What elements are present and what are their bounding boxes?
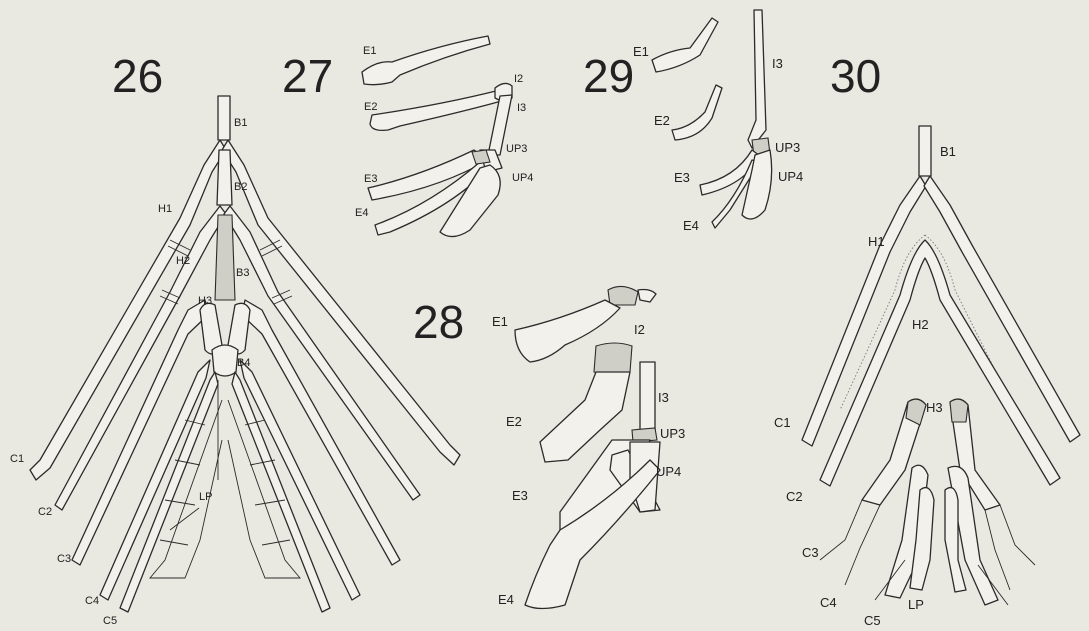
fig28-label-e3: E3 (512, 488, 528, 503)
fig29-label-e2: E2 (654, 113, 670, 128)
figure-29-number: 29 (583, 50, 634, 102)
fig29-label-e4: E4 (683, 218, 699, 233)
fig26-label-c3: C3 (57, 553, 71, 565)
fig28-label-e1: E1 (492, 314, 508, 329)
figure-29-drawing (652, 10, 772, 228)
fig28-label-e2: E2 (506, 414, 522, 429)
fig26-label-c4: C4 (85, 595, 99, 607)
fig26-label-b2: B2 (234, 181, 247, 193)
fig26-label-c1: C1 (10, 453, 24, 465)
fig30-label-c2: C2 (786, 489, 803, 504)
fig28-label-up3: UP3 (660, 426, 685, 441)
fig27-label-e2: E2 (364, 101, 377, 113)
fig30-label-c5: C5 (864, 613, 881, 628)
fig26-label-h3: H3 (198, 295, 212, 307)
fig26-label-c5: C5 (103, 615, 117, 627)
fig27-label-e4: E4 (355, 207, 368, 219)
fig30-label-lp: LP (908, 597, 924, 612)
figure-26-drawing (30, 96, 460, 612)
fig27-label-up3: UP3 (506, 143, 527, 155)
fig30-label-c4: C4 (820, 595, 837, 610)
figure-29: 29 E1 E2 E3 E4 I3 UP3 UP4 (583, 10, 803, 233)
fig26-label-b4: B4 (237, 357, 250, 369)
fig30-label-h2: H2 (912, 317, 929, 332)
figure-28: 28 E1 E2 E3 E4 I2 I3 UP3 UP4 (413, 286, 685, 608)
fig29-label-i3: I3 (772, 56, 783, 71)
fig30-label-c3: C3 (802, 545, 819, 560)
figure-28-number: 28 (413, 296, 464, 348)
figure-26: 26 (10, 50, 460, 627)
figure-27-number: 27 (282, 50, 333, 102)
fig27-label-i2: I2 (514, 73, 523, 85)
figure-30-number: 30 (830, 50, 881, 102)
figure-26-number: 26 (112, 50, 163, 102)
fig28-label-up4: UP4 (656, 464, 681, 479)
fig26-label-h1: H1 (158, 203, 172, 215)
fig30-label-h1: H1 (868, 234, 885, 249)
fig30-label-h3: H3 (926, 400, 943, 415)
fig27-label-e3: E3 (364, 173, 377, 185)
figure-30: 30 B1 H1 H2 H3 C1 C2 C3 C4 C5 L (774, 50, 1080, 628)
fig30-label-b1: B1 (940, 144, 956, 159)
fig27-label-up4: UP4 (512, 172, 533, 184)
fig29-label-e1: E1 (633, 44, 649, 59)
fig28-label-i2: I2 (634, 322, 645, 337)
fig26-label-b3: B3 (236, 267, 249, 279)
fig29-label-e3: E3 (674, 170, 690, 185)
fig29-label-up3: UP3 (775, 140, 800, 155)
fig26-label-c2: C2 (38, 506, 52, 518)
fig29-label-up4: UP4 (778, 169, 803, 184)
fig30-label-c1: C1 (774, 415, 791, 430)
figure-27: 27 E1 E2 E3 E4 I2 I3 UP3 UP4 (282, 36, 533, 237)
fig27-label-i3: I3 (517, 102, 526, 114)
figure-27-drawing (362, 36, 512, 237)
fig26-label-h2: H2 (176, 255, 190, 267)
fig26-label-b1: B1 (234, 117, 247, 129)
fig28-label-i3: I3 (658, 390, 669, 405)
fig26-label-lp: LP (199, 491, 212, 503)
figure-30-drawing (802, 126, 1080, 605)
fig28-label-e4: E4 (498, 592, 514, 607)
fig27-label-e1: E1 (363, 45, 376, 57)
